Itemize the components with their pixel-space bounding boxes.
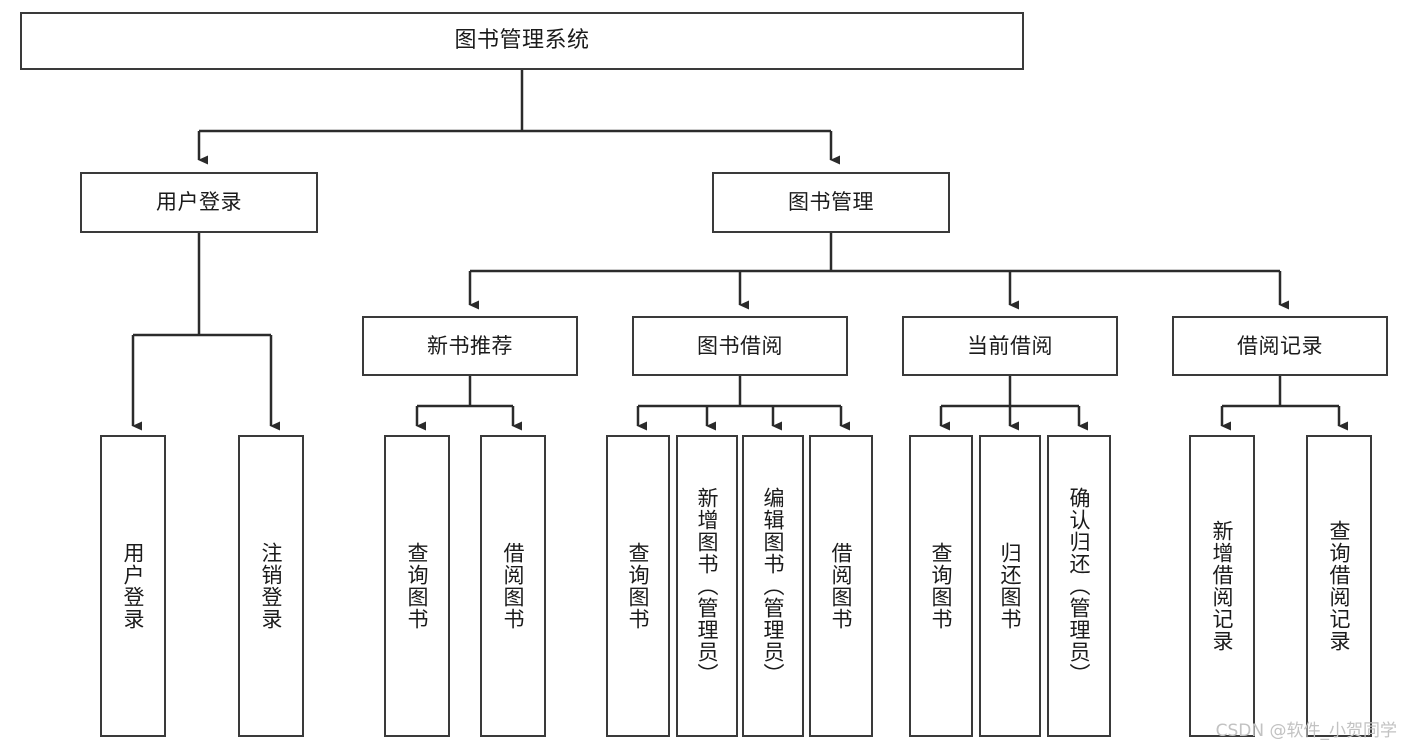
node-book-management[interactable]: 图书管理 — [712, 172, 950, 233]
node-label: 图书管理系统 — [454, 28, 590, 54]
node-label: 用户登录 — [121, 542, 146, 630]
node-label: 查询借阅记录 — [1327, 520, 1352, 652]
node-label: 借阅图书 — [501, 542, 526, 630]
node-label: 图书管理 — [788, 190, 874, 215]
leaf-current-query-book[interactable]: 查询图书 — [909, 435, 973, 737]
node-label: 查询图书 — [626, 542, 651, 630]
node-current-borrow[interactable]: 当前借阅 — [902, 316, 1118, 376]
node-label: 归还图书 — [998, 542, 1023, 630]
leaf-current-return-book[interactable]: 归还图书 — [979, 435, 1041, 737]
leaf-recommend-borrow-book[interactable]: 借阅图书 — [480, 435, 546, 737]
node-label: 新增图书（管理员） — [695, 487, 720, 685]
node-label: 编辑图书（管理员） — [761, 487, 786, 685]
node-label: 确认归还（管理员） — [1067, 487, 1092, 685]
node-user-login[interactable]: 用户登录 — [80, 172, 318, 233]
leaf-record-add-record[interactable]: 新增借阅记录 — [1189, 435, 1255, 737]
node-new-book-recommend[interactable]: 新书推荐 — [362, 316, 578, 376]
node-root-system[interactable]: 图书管理系统 — [20, 12, 1024, 70]
leaf-borrow-query-book[interactable]: 查询图书 — [606, 435, 670, 737]
leaf-recommend-query-book[interactable]: 查询图书 — [384, 435, 450, 737]
csdn-watermark: CSDN @软件_小贺同学 — [1215, 721, 1397, 741]
node-label: 新书推荐 — [427, 333, 513, 358]
leaf-current-confirm-return-admin[interactable]: 确认归还（管理员） — [1047, 435, 1111, 737]
node-label: 新增借阅记录 — [1210, 520, 1235, 652]
node-label: 图书借阅 — [697, 333, 783, 358]
node-book-borrow[interactable]: 图书借阅 — [632, 316, 848, 376]
leaf-borrow-edit-book-admin[interactable]: 编辑图书（管理员） — [742, 435, 804, 737]
node-label: 查询图书 — [405, 542, 430, 630]
node-label: 借阅图书 — [829, 542, 854, 630]
leaf-record-query-record[interactable]: 查询借阅记录 — [1306, 435, 1372, 737]
leaf-borrow-add-book-admin[interactable]: 新增图书（管理员） — [676, 435, 738, 737]
node-label: 当前借阅 — [967, 333, 1053, 358]
node-label: 借阅记录 — [1237, 333, 1323, 358]
node-label: 用户登录 — [156, 190, 242, 215]
node-borrow-record[interactable]: 借阅记录 — [1172, 316, 1388, 376]
node-label: 查询图书 — [929, 542, 954, 630]
node-label: 注销登录 — [259, 542, 284, 630]
leaf-user-login-logout[interactable]: 注销登录 — [238, 435, 304, 737]
leaf-borrow-borrow-book[interactable]: 借阅图书 — [809, 435, 873, 737]
leaf-user-login-login[interactable]: 用户登录 — [100, 435, 166, 737]
